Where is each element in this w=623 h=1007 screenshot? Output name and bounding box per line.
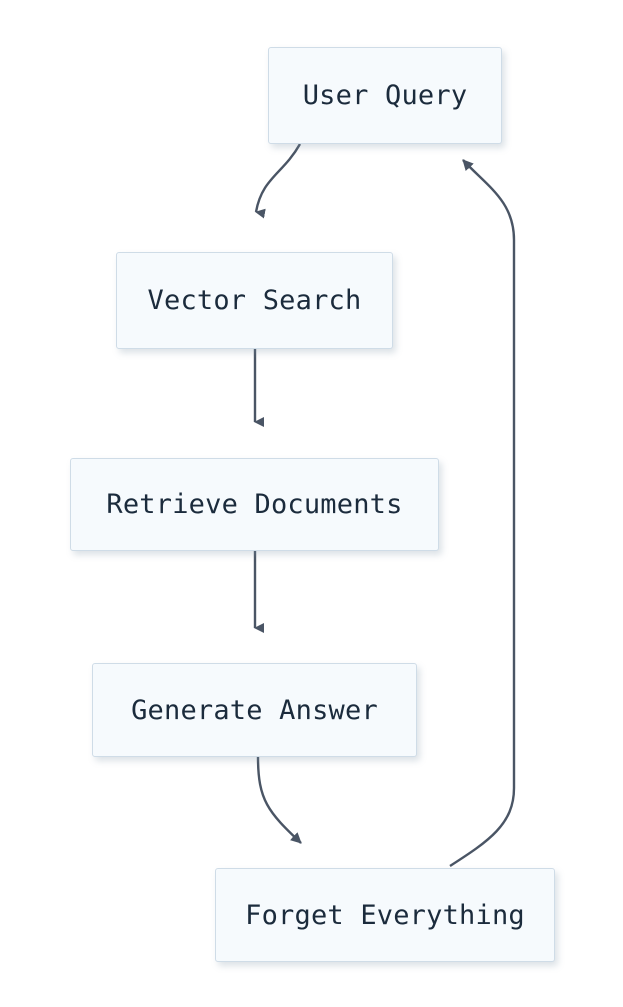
- node-label: Forget Everything: [245, 899, 525, 931]
- edge-user-query-to-vector-search: [254, 143, 302, 219]
- edge-generate-answer-to-forget-everything: [256, 756, 302, 844]
- node-user-query[interactable]: User Query: [268, 47, 502, 144]
- node-generate-answer[interactable]: Generate Answer: [92, 663, 417, 757]
- node-label: Vector Search: [147, 285, 362, 316]
- node-label: User Query: [302, 80, 468, 111]
- edge-forget-everything-to-user-query: [449, 159, 516, 868]
- node-label: Retrieve Documents: [106, 489, 403, 520]
- node-retrieve-documents[interactable]: Retrieve Documents: [70, 458, 439, 551]
- node-forget-everything[interactable]: Forget Everything: [215, 868, 555, 962]
- node-vector-search[interactable]: Vector Search: [116, 252, 393, 349]
- node-label: Generate Answer: [131, 694, 378, 726]
